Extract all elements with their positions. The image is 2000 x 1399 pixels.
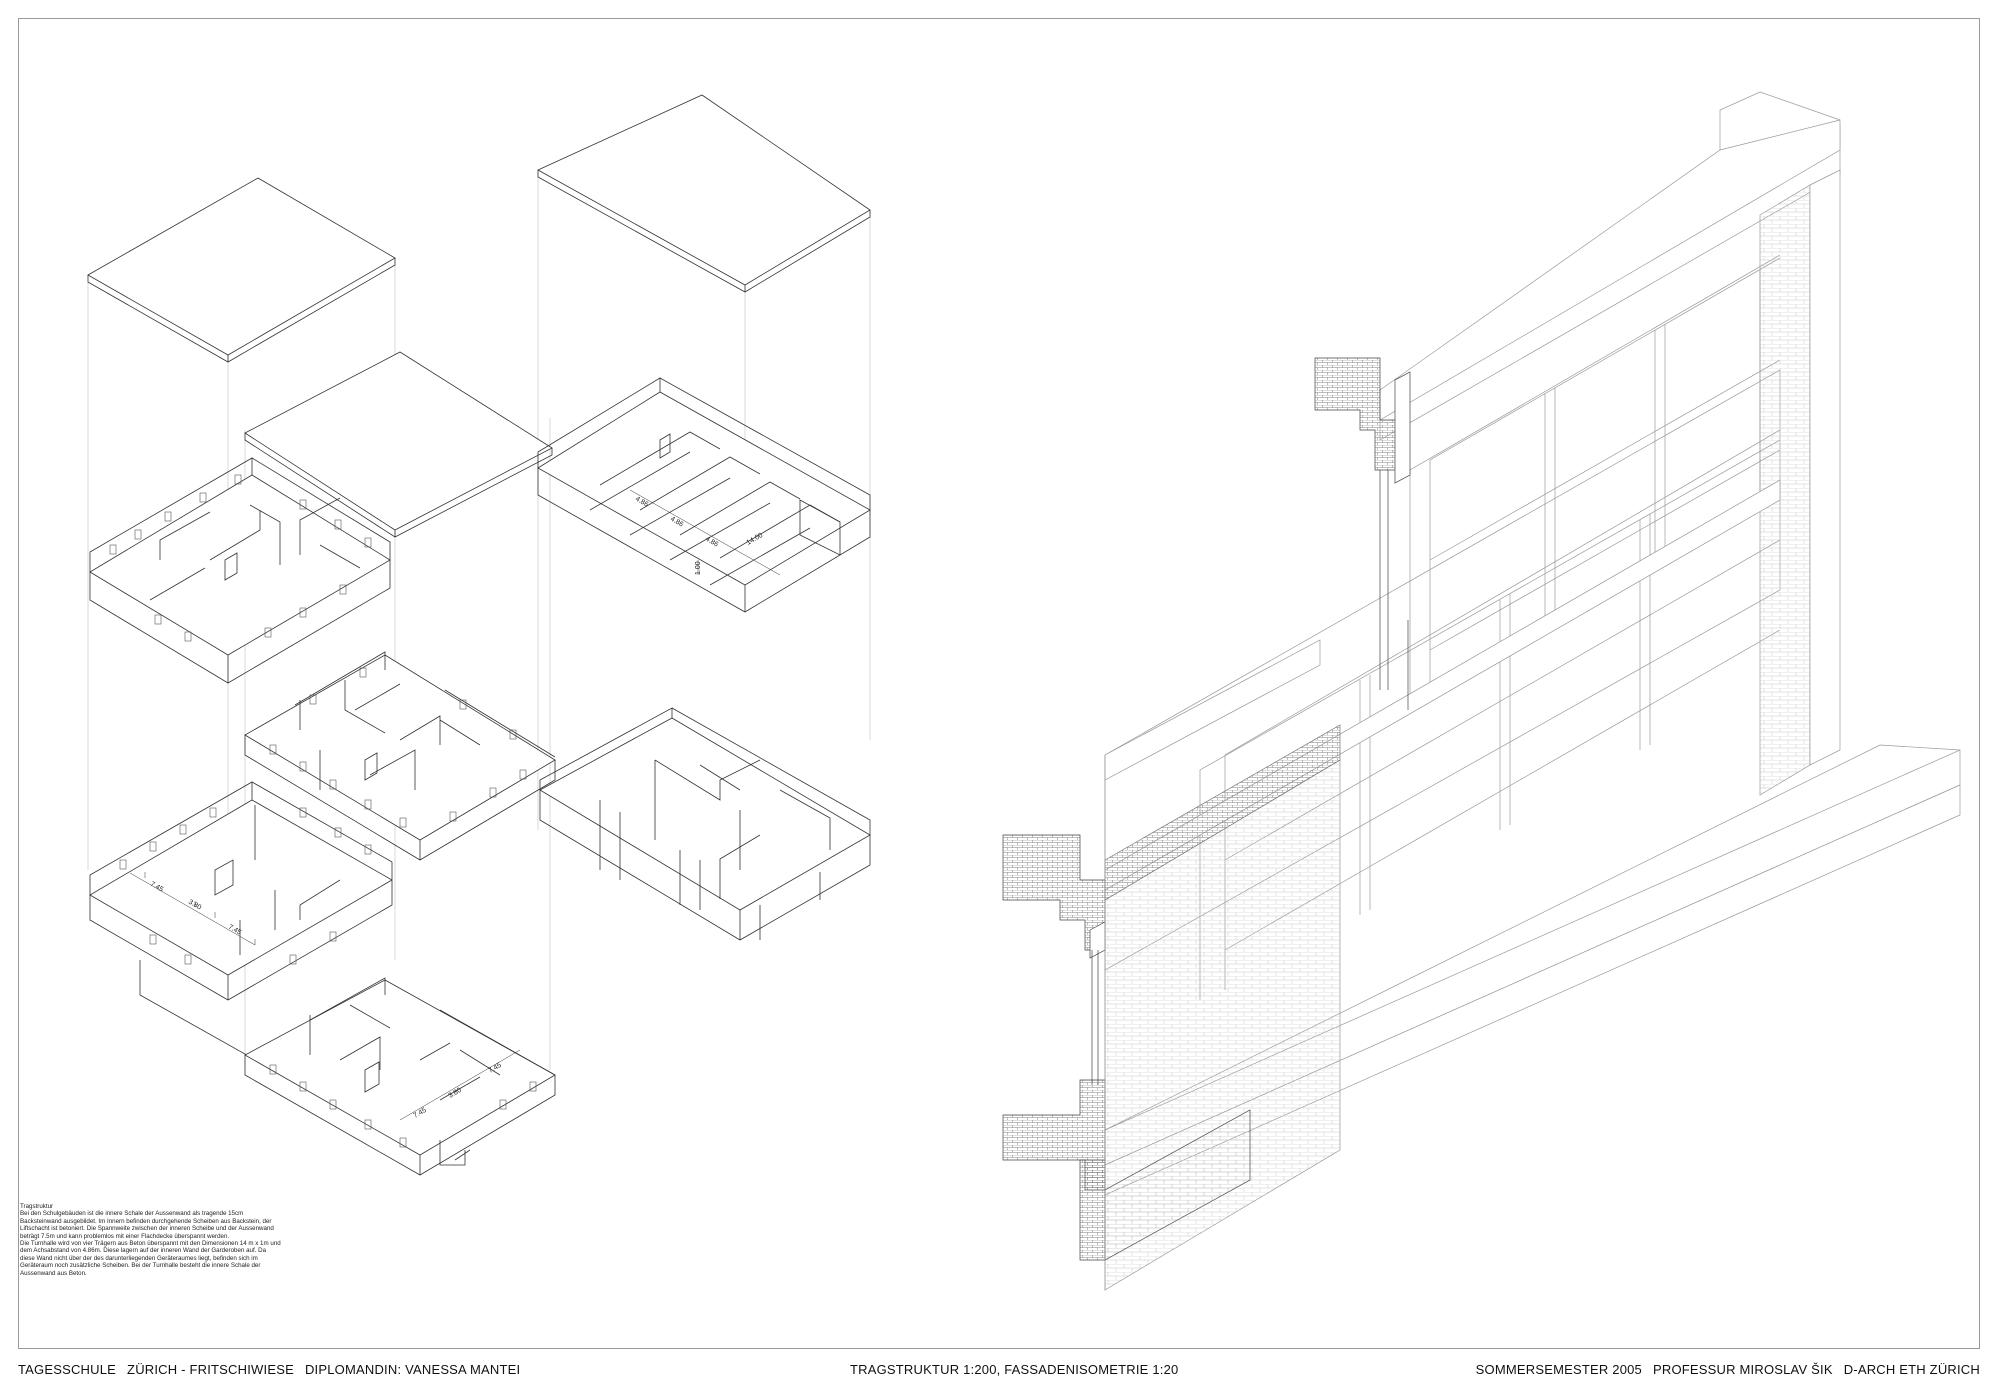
titleblock-project: TAGESSCHULE ZÜRICH - FRITSCHIWIESE DIPLOMA… xyxy=(18,1362,520,1377)
gym-roof-beams: 4.86 4.86 4.86 14.00 1.00 xyxy=(537,377,871,613)
roof-slab-gym xyxy=(537,94,871,293)
floor-plan-a-ground: 7.45 3.80 7.45 xyxy=(89,781,393,1086)
notes-title: Tragstruktur xyxy=(20,1203,54,1210)
structure-axonometric: 7.45 3.80 7.45 7.45 3.80 xyxy=(87,94,871,1176)
section-cut-upper xyxy=(1314,357,1411,710)
chair: PROFESSUR MIROSLAV ŠIK xyxy=(1653,1362,1833,1377)
titleblock-drawing: TRAGSTRUKTUR 1:200, FASSADENISOMETRIE 1:… xyxy=(850,1362,1178,1377)
floor-plan-b-upper xyxy=(244,651,556,861)
project-location: ZÜRICH - FRITSCHIWIESE xyxy=(127,1362,294,1377)
dimension-lines-a xyxy=(129,872,256,946)
drawing-title: TRAGSTRUKTUR 1:200, FASSADENISOMETRIE 1:… xyxy=(850,1362,1179,1377)
notes-paragraph-1: Bei den Schulgebäuden ist die innere Sch… xyxy=(20,1210,274,1240)
floor-plan-b-ground: 7.45 3.80 7.45 xyxy=(244,977,556,1176)
gym-ground-floor xyxy=(539,707,871,941)
notes-paragraph-2: Die Turnhalle wird von vier Trägern aus … xyxy=(20,1240,281,1277)
floor-plan-a-upper xyxy=(89,457,391,684)
project-name: TAGESSCHULE xyxy=(18,1362,117,1377)
dimension-lines-b xyxy=(399,1049,521,1121)
facade-isometric xyxy=(1002,91,1961,1291)
titleblock-institution: SOMMERSEMESTER 2005 PROFESSUR MIROSLAV ŠI… xyxy=(1476,1362,1980,1377)
semester: SOMMERSEMESTER 2005 xyxy=(1475,1362,1642,1377)
sheet-frame xyxy=(18,18,1980,1349)
author-name: VANESSA MANTEI xyxy=(405,1362,521,1377)
author-label: DIPLOMANDIN: xyxy=(304,1362,402,1377)
dimension-lines-gym xyxy=(629,489,781,576)
institution: D-ARCH ETH ZÜRICH xyxy=(1843,1362,1980,1377)
section-cut-lower xyxy=(1002,834,1251,1261)
structure-notes: Tragstruktur Bei den Schulgebäuden ist d… xyxy=(20,1203,282,1277)
dim-gym-beam-depth: 1.00 xyxy=(695,561,702,575)
roof-slab-building-b xyxy=(244,351,553,538)
roof-slab-building-a xyxy=(87,177,396,363)
